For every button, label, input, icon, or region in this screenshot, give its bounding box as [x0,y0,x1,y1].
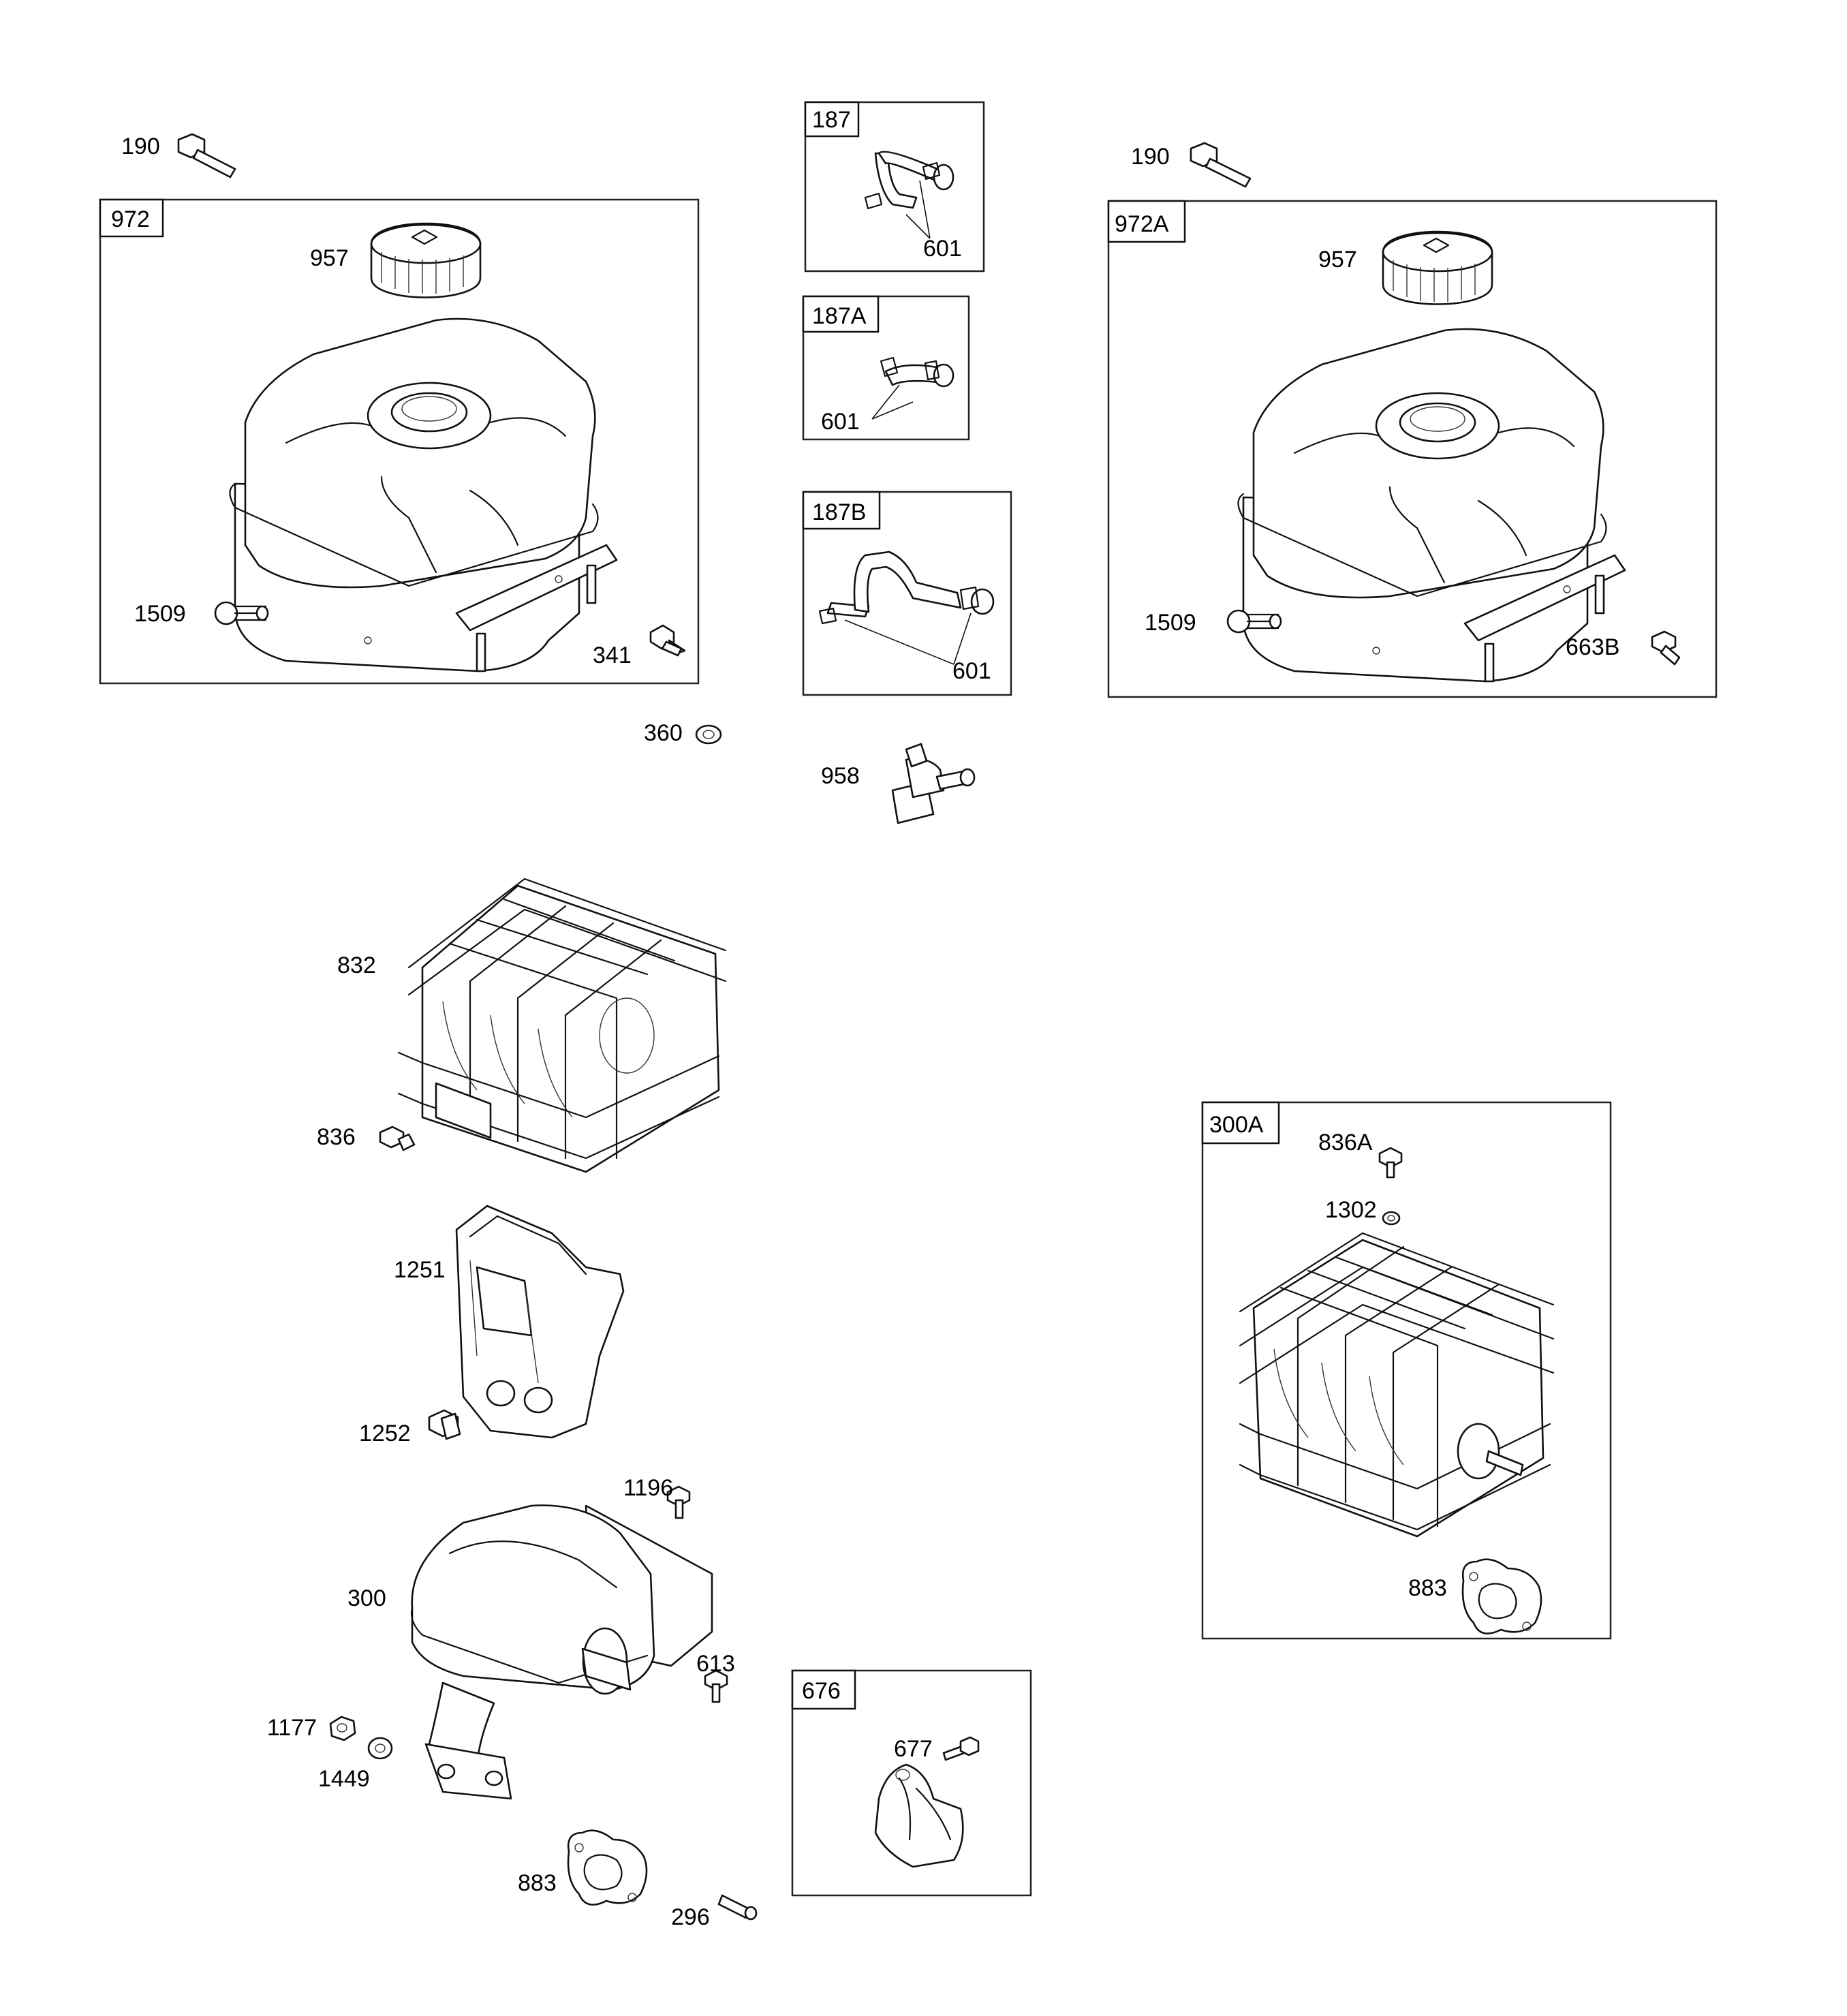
callout-300: 300 [347,1585,386,1611]
kit-box-187a [802,295,970,441]
callout-676: 676 [802,1678,841,1704]
gasket-883-right [1461,1558,1542,1634]
callout-972a: 972A [1115,211,1169,237]
callout-190-right: 190 [1131,144,1170,170]
callout-187a: 187A [812,303,867,329]
kit-box-187 [804,101,985,273]
callout-1196: 1196 [623,1475,673,1501]
screw-1196 [666,1485,691,1519]
heat-shield-1251 [455,1205,625,1439]
screw-1252 [428,1409,461,1440]
callout-300a: 300A [1209,1112,1264,1138]
kit-box-187b [802,491,1012,696]
grommet-1509-left [214,601,269,625]
callout-labels: 190 972 957 1509 341 360 187 601 187A 60… [111,107,1619,1930]
bolt-190-right [1190,142,1252,188]
callout-296: 296 [671,1904,710,1930]
screw-836 [379,1126,416,1151]
callout-1251: 1251 [394,1257,446,1283]
callout-677: 677 [894,1736,933,1762]
bolt-190-left [177,133,236,179]
muffler-assembly-300a [1239,1232,1555,1538]
nut-1177 [329,1716,356,1741]
kit-box-676 [791,1669,1032,1897]
fuel-tank-left [229,317,618,672]
callout-1449: 1449 [318,1766,370,1792]
callout-187: 187 [812,107,851,133]
callout-1252: 1252 [359,1421,411,1446]
fuel-cap-957-right [1382,230,1493,305]
callout-883-right: 883 [1408,1575,1447,1601]
callout-836a: 836A [1318,1130,1373,1156]
callout-1509-left: 1509 [134,601,186,627]
kit-box-972 [99,198,700,685]
callout-832: 832 [337,952,376,978]
fuel-shutoff-valve-958 [891,743,976,824]
screw-613 [704,1669,728,1703]
nut-360 [695,724,722,745]
grommet-1509-right [1226,609,1282,634]
callout-883-left: 883 [518,1870,557,1896]
callout-360: 360 [644,720,683,746]
callout-836: 836 [317,1124,356,1150]
callout-613: 613 [696,1651,735,1677]
callout-601-b: 601 [821,409,860,435]
callout-601-c: 601 [952,658,991,684]
screw-836a [1378,1147,1403,1179]
callout-601-a: 601 [923,236,962,262]
screw-663b [1651,630,1681,666]
callout-957-right: 957 [1318,247,1357,273]
callout-341: 341 [593,642,632,668]
screw-341 [649,624,686,657]
muffler-guard-832 [397,878,727,1173]
fuel-line-187 [864,151,954,239]
callout-663b: 663B [1566,634,1619,660]
callout-1302: 1302 [1325,1197,1377,1223]
callout-1177: 1177 [267,1715,317,1741]
callout-958: 958 [821,763,860,789]
fuel-line-187b [818,550,995,665]
kit-box-972a [1107,200,1718,698]
screw-677 [942,1736,980,1761]
fuel-cap-957-left [370,222,482,298]
fuel-line-187a [871,356,954,420]
gasket-883-left [567,1829,648,1906]
washer-1449 [367,1737,393,1760]
deflector-676 [874,1763,964,1868]
fuel-tank-right [1237,328,1626,683]
stud-296 [717,1894,758,1921]
kit-box-300a [1201,1101,1612,1640]
washer-1302 [1382,1211,1401,1226]
callout-190-left: 190 [121,134,160,159]
muffler-300 [410,1504,713,1800]
callout-187b: 187B [812,499,866,525]
callout-957-left: 957 [310,245,349,271]
callout-1509-right: 1509 [1145,610,1196,636]
callout-972: 972 [111,206,150,232]
